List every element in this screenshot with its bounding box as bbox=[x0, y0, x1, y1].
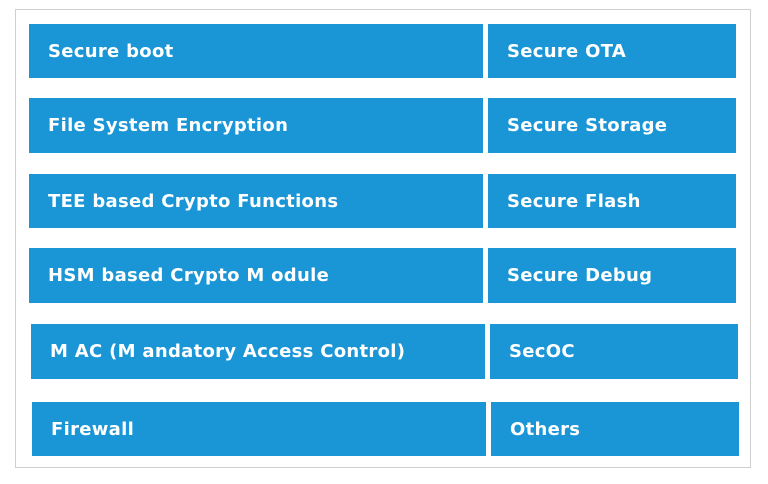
block-secure-storage: Secure Storage bbox=[488, 98, 736, 153]
block-label: HSM based Crypto M odule bbox=[48, 265, 330, 286]
block-others: Others bbox=[491, 402, 739, 456]
block-secure-ota: Secure OTA bbox=[488, 24, 736, 78]
block-label: M AC (M andatory Access Control) bbox=[50, 341, 406, 362]
block-label: Secure boot bbox=[48, 40, 174, 62]
block-label: Secure Debug bbox=[507, 265, 653, 286]
block-secure-debug: Secure Debug bbox=[488, 248, 736, 303]
block-firewall: Firewall bbox=[32, 402, 486, 456]
block-label: TEE based Crypto Functions bbox=[48, 190, 339, 212]
block-label: Firewall bbox=[51, 418, 135, 440]
block-hsm-crypto-module: HSM based Crypto M odule bbox=[29, 248, 483, 303]
block-secoc: SecOC bbox=[490, 324, 738, 379]
block-mac: M AC (M andatory Access Control) bbox=[31, 324, 485, 379]
block-tee-crypto-functions: TEE based Crypto Functions bbox=[29, 174, 483, 228]
block-label: Secure Flash bbox=[507, 190, 641, 212]
block-label: Others bbox=[510, 418, 581, 440]
diagram-frame bbox=[15, 9, 751, 468]
block-secure-boot: Secure boot bbox=[29, 24, 483, 78]
block-file-system-encryption: File System Encryption bbox=[29, 98, 483, 153]
block-label: SecOC bbox=[509, 341, 575, 362]
block-label: File System Encryption bbox=[48, 115, 289, 136]
block-secure-flash: Secure Flash bbox=[488, 174, 736, 228]
block-label: Secure OTA bbox=[507, 40, 627, 62]
block-label: Secure Storage bbox=[507, 115, 668, 136]
